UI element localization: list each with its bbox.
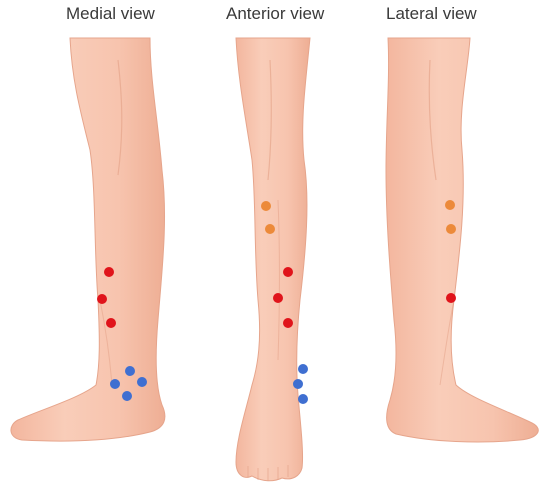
blue-point xyxy=(122,391,132,401)
blue-point xyxy=(137,377,147,387)
red-point xyxy=(104,267,114,277)
orange-point xyxy=(445,200,455,210)
blue-point xyxy=(298,364,308,374)
blue-point xyxy=(110,379,120,389)
red-point xyxy=(283,318,293,328)
red-point xyxy=(283,267,293,277)
red-point xyxy=(446,293,456,303)
anterior-leg xyxy=(236,38,310,481)
red-point xyxy=(97,294,107,304)
blue-point xyxy=(293,379,303,389)
orange-point xyxy=(261,201,271,211)
lateral-leg xyxy=(386,38,538,442)
red-point xyxy=(106,318,116,328)
orange-point xyxy=(446,224,456,234)
blue-point xyxy=(298,394,308,404)
blue-point xyxy=(125,366,135,376)
red-point xyxy=(273,293,283,303)
orange-point xyxy=(265,224,275,234)
